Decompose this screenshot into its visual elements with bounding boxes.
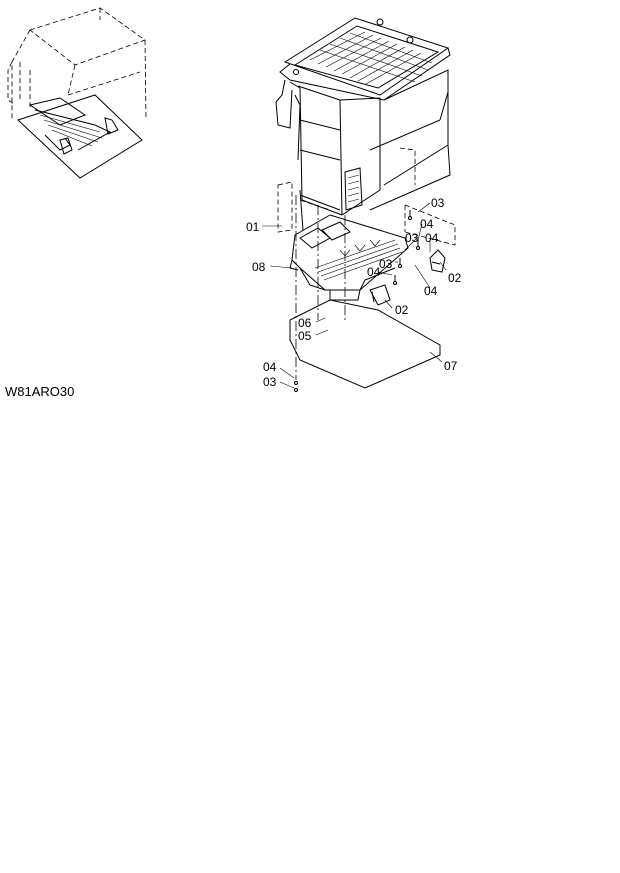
callout-03: 03	[263, 375, 277, 389]
callout-04: 04	[263, 360, 277, 374]
phantom-outline	[277, 181, 456, 380]
callout-04: 04	[425, 231, 439, 245]
callout-04: 04	[420, 217, 434, 231]
bolts	[294, 210, 420, 392]
cab-assembly	[275, 17, 451, 231]
bracket-02-right	[429, 249, 446, 273]
drawing-code: W81ARO30	[5, 384, 74, 399]
callout-03: 03	[405, 231, 419, 245]
callout-05: 05	[298, 329, 312, 343]
floor-mat	[289, 299, 441, 389]
floor-frame	[289, 214, 409, 301]
callout-04: 04	[424, 284, 438, 298]
bracket-02-center	[369, 284, 391, 306]
callout-02: 02	[395, 303, 409, 317]
callout-02: 02	[448, 271, 462, 285]
callout-04: 04	[367, 265, 381, 279]
callout-labels: 01 08 03 04 03 04 02 03 04 04 02 06 05 0…	[246, 196, 462, 389]
callout-03: 03	[379, 257, 393, 271]
callout-01: 01	[246, 220, 260, 234]
overview-thumbnail	[7, 7, 147, 179]
callout-08: 08	[252, 260, 266, 274]
side-vent	[344, 167, 363, 211]
callout-07: 07	[444, 359, 458, 373]
callout-06: 06	[298, 316, 312, 330]
leader-lines	[262, 202, 447, 389]
roof-grille	[309, 31, 433, 85]
callout-03: 03	[431, 196, 445, 210]
